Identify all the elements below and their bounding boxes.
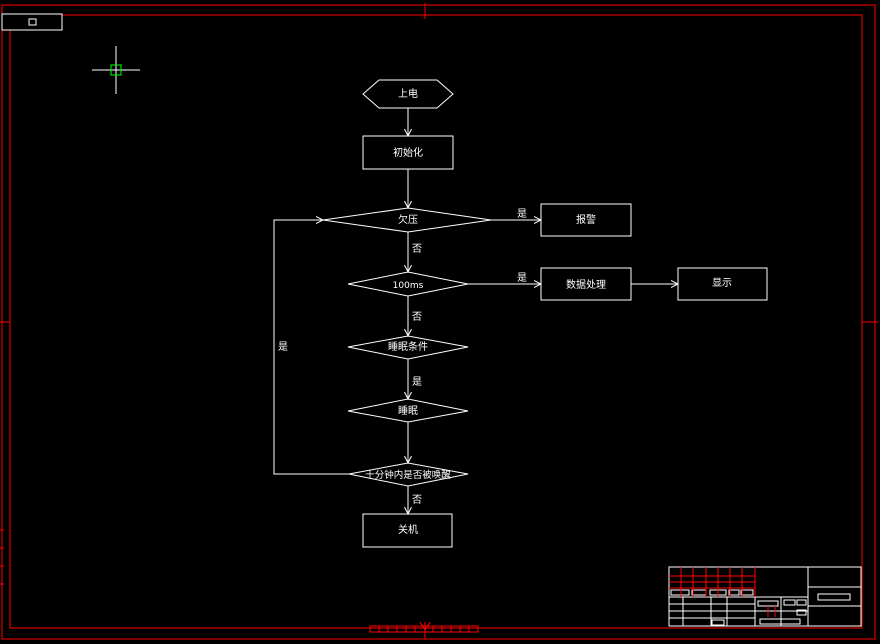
- edge-label-wokencheck-no: 否: [412, 494, 422, 506]
- flowchart-connectors: [273, 108, 678, 514]
- node-display-shape[interactable]: [677, 267, 768, 301]
- crosshair-cursor-icon: [92, 46, 140, 94]
- label-init: 初始化: [393, 146, 423, 159]
- label-display: 显示: [712, 277, 732, 289]
- edge-labels: 是 否 是 否 是 否 是: [278, 208, 527, 506]
- node-data-processing-shape[interactable]: [540, 267, 632, 301]
- edge-label-100ms-yes: 是: [517, 272, 527, 284]
- viewport-control-box[interactable]: [1, 13, 63, 31]
- flowchart-nodes: [322, 79, 768, 548]
- node-sleep-shape[interactable]: [347, 398, 469, 423]
- drawing-frame: [0, 3, 878, 640]
- label-sleep-condition: 睡眠条件: [388, 340, 428, 353]
- node-init-shape[interactable]: [362, 135, 454, 170]
- node-shutdown-shape[interactable]: [362, 513, 453, 548]
- label-shutdown: 关机: [398, 523, 418, 536]
- edge-label-undervoltage-no: 否: [412, 243, 422, 255]
- label-power-on: 上电: [398, 87, 418, 100]
- bottom-direction-arrow: [419, 621, 431, 631]
- bottom-scale-ruler: [369, 625, 479, 633]
- edge-label-100ms-no: 否: [412, 311, 422, 323]
- left-edge-marks: [0, 529, 4, 585]
- edge-label-undervoltage-yes: 是: [517, 208, 527, 220]
- node-alarm-shape[interactable]: [540, 203, 632, 237]
- edge-label-loop-yes: 是: [278, 341, 288, 353]
- node-woken-check-shape[interactable]: [348, 462, 469, 487]
- node-100ms-shape[interactable]: [347, 271, 469, 297]
- connector-loop-back: [273, 220, 349, 475]
- edge-label-sleepcondition-yes: 是: [412, 376, 422, 388]
- label-alarm: 报警: [576, 213, 596, 226]
- label-woken-check: 十分钟内是否被唤醒: [365, 469, 451, 481]
- node-sleep-condition-shape[interactable]: [347, 335, 469, 360]
- title-block-grid: [669, 567, 776, 617]
- inner-border: [9, 14, 863, 629]
- title-block: [668, 566, 862, 627]
- label-data-processing: 数据处理: [566, 278, 606, 291]
- maximize-icon[interactable]: [28, 18, 37, 26]
- label-undervoltage: 欠压: [398, 213, 418, 226]
- node-power-on-shape[interactable]: [362, 79, 454, 109]
- label-sleep: 睡眠: [398, 404, 418, 417]
- outer-border: [1, 4, 876, 640]
- viewport-control-frame: [1, 13, 63, 31]
- flowchart-labels: 上电 初始化 欠压 报警 100ms 数据处理 显示 睡眠条件 睡眠 十分钟内是…: [365, 87, 732, 536]
- node-undervoltage-shape[interactable]: [322, 207, 492, 233]
- label-100ms: 100ms: [393, 281, 424, 291]
